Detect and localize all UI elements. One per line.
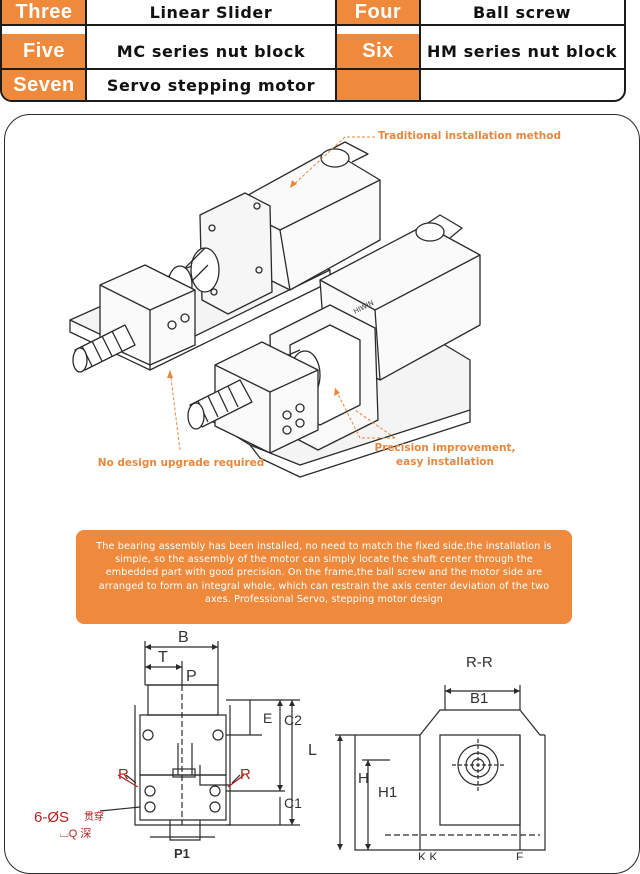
spec-number: Seven: [2, 70, 86, 100]
dim-label-c2: C2: [284, 712, 302, 728]
dim-label-e: E: [263, 710, 272, 726]
dim-label-b: B: [178, 629, 189, 646]
label-traditional: Traditional installation method: [378, 130, 561, 142]
dim-label-h: H: [358, 770, 369, 787]
spec-name: Ball screw: [472, 2, 572, 22]
dim-label-r-left: R: [118, 766, 129, 783]
table-divider: [419, 0, 421, 100]
label-precision: Precision improvement, easy installation: [374, 442, 516, 468]
description-text: The bearing assembly has been installed,…: [96, 541, 552, 605]
dim-label-counterbore: ⌴Q 深: [60, 827, 91, 840]
dim-label-holes-through: 贯穿: [84, 810, 104, 823]
dim-label-r-right: R: [240, 766, 251, 783]
dimension-drawing: B T P E C2 L R R C1 6-ØS 贯穿 ⌴Q 深 P1 R-R …: [34, 629, 546, 860]
dim-label-p: P: [186, 668, 197, 685]
spec-number: Four: [336, 0, 420, 24]
spec-row: Seven Servo stepping motor: [2, 70, 624, 100]
dim-label-holes: 6-ØS: [34, 809, 69, 826]
table-divider: [85, 0, 87, 100]
table-divider: [2, 24, 624, 26]
spec-name: MC series nut block: [116, 41, 306, 61]
spec-row: Three Linear Slider Four Ball screw: [2, 0, 624, 24]
description-box: The bearing assembly has been installed,…: [76, 530, 572, 624]
dim-label-h1: H1: [378, 784, 397, 801]
table-divider: [2, 68, 624, 70]
spec-name-empty: [420, 70, 624, 100]
dim-label-l: L: [308, 742, 317, 759]
dim-label-b1: B1: [470, 690, 488, 707]
label-no-upgrade: No design upgrade required: [97, 457, 265, 469]
dim-label-t: T: [158, 649, 168, 666]
spec-number: Five: [2, 34, 86, 68]
spec-table: Three Linear Slider Four Ball screw Five…: [0, 0, 626, 102]
spec-number-empty: [336, 70, 420, 100]
installation-illustration: HIWIN: [69, 136, 481, 478]
section-label: R-R: [466, 654, 493, 671]
spec-name: HM series nut block: [426, 41, 618, 61]
spec-number: Six: [336, 34, 420, 68]
dim-label-kk: K K: [418, 850, 437, 860]
table-divider: [335, 0, 337, 100]
spec-row: Five MC series nut block Six HM series n…: [2, 34, 624, 68]
dim-label-c1: C1: [284, 795, 302, 811]
spec-name: Linear Slider: [149, 2, 273, 22]
dim-label-p1: P1: [174, 846, 190, 860]
dim-label-f: F: [516, 850, 523, 860]
spec-name: Servo stepping motor: [106, 75, 316, 95]
spec-number: Three: [2, 0, 86, 24]
